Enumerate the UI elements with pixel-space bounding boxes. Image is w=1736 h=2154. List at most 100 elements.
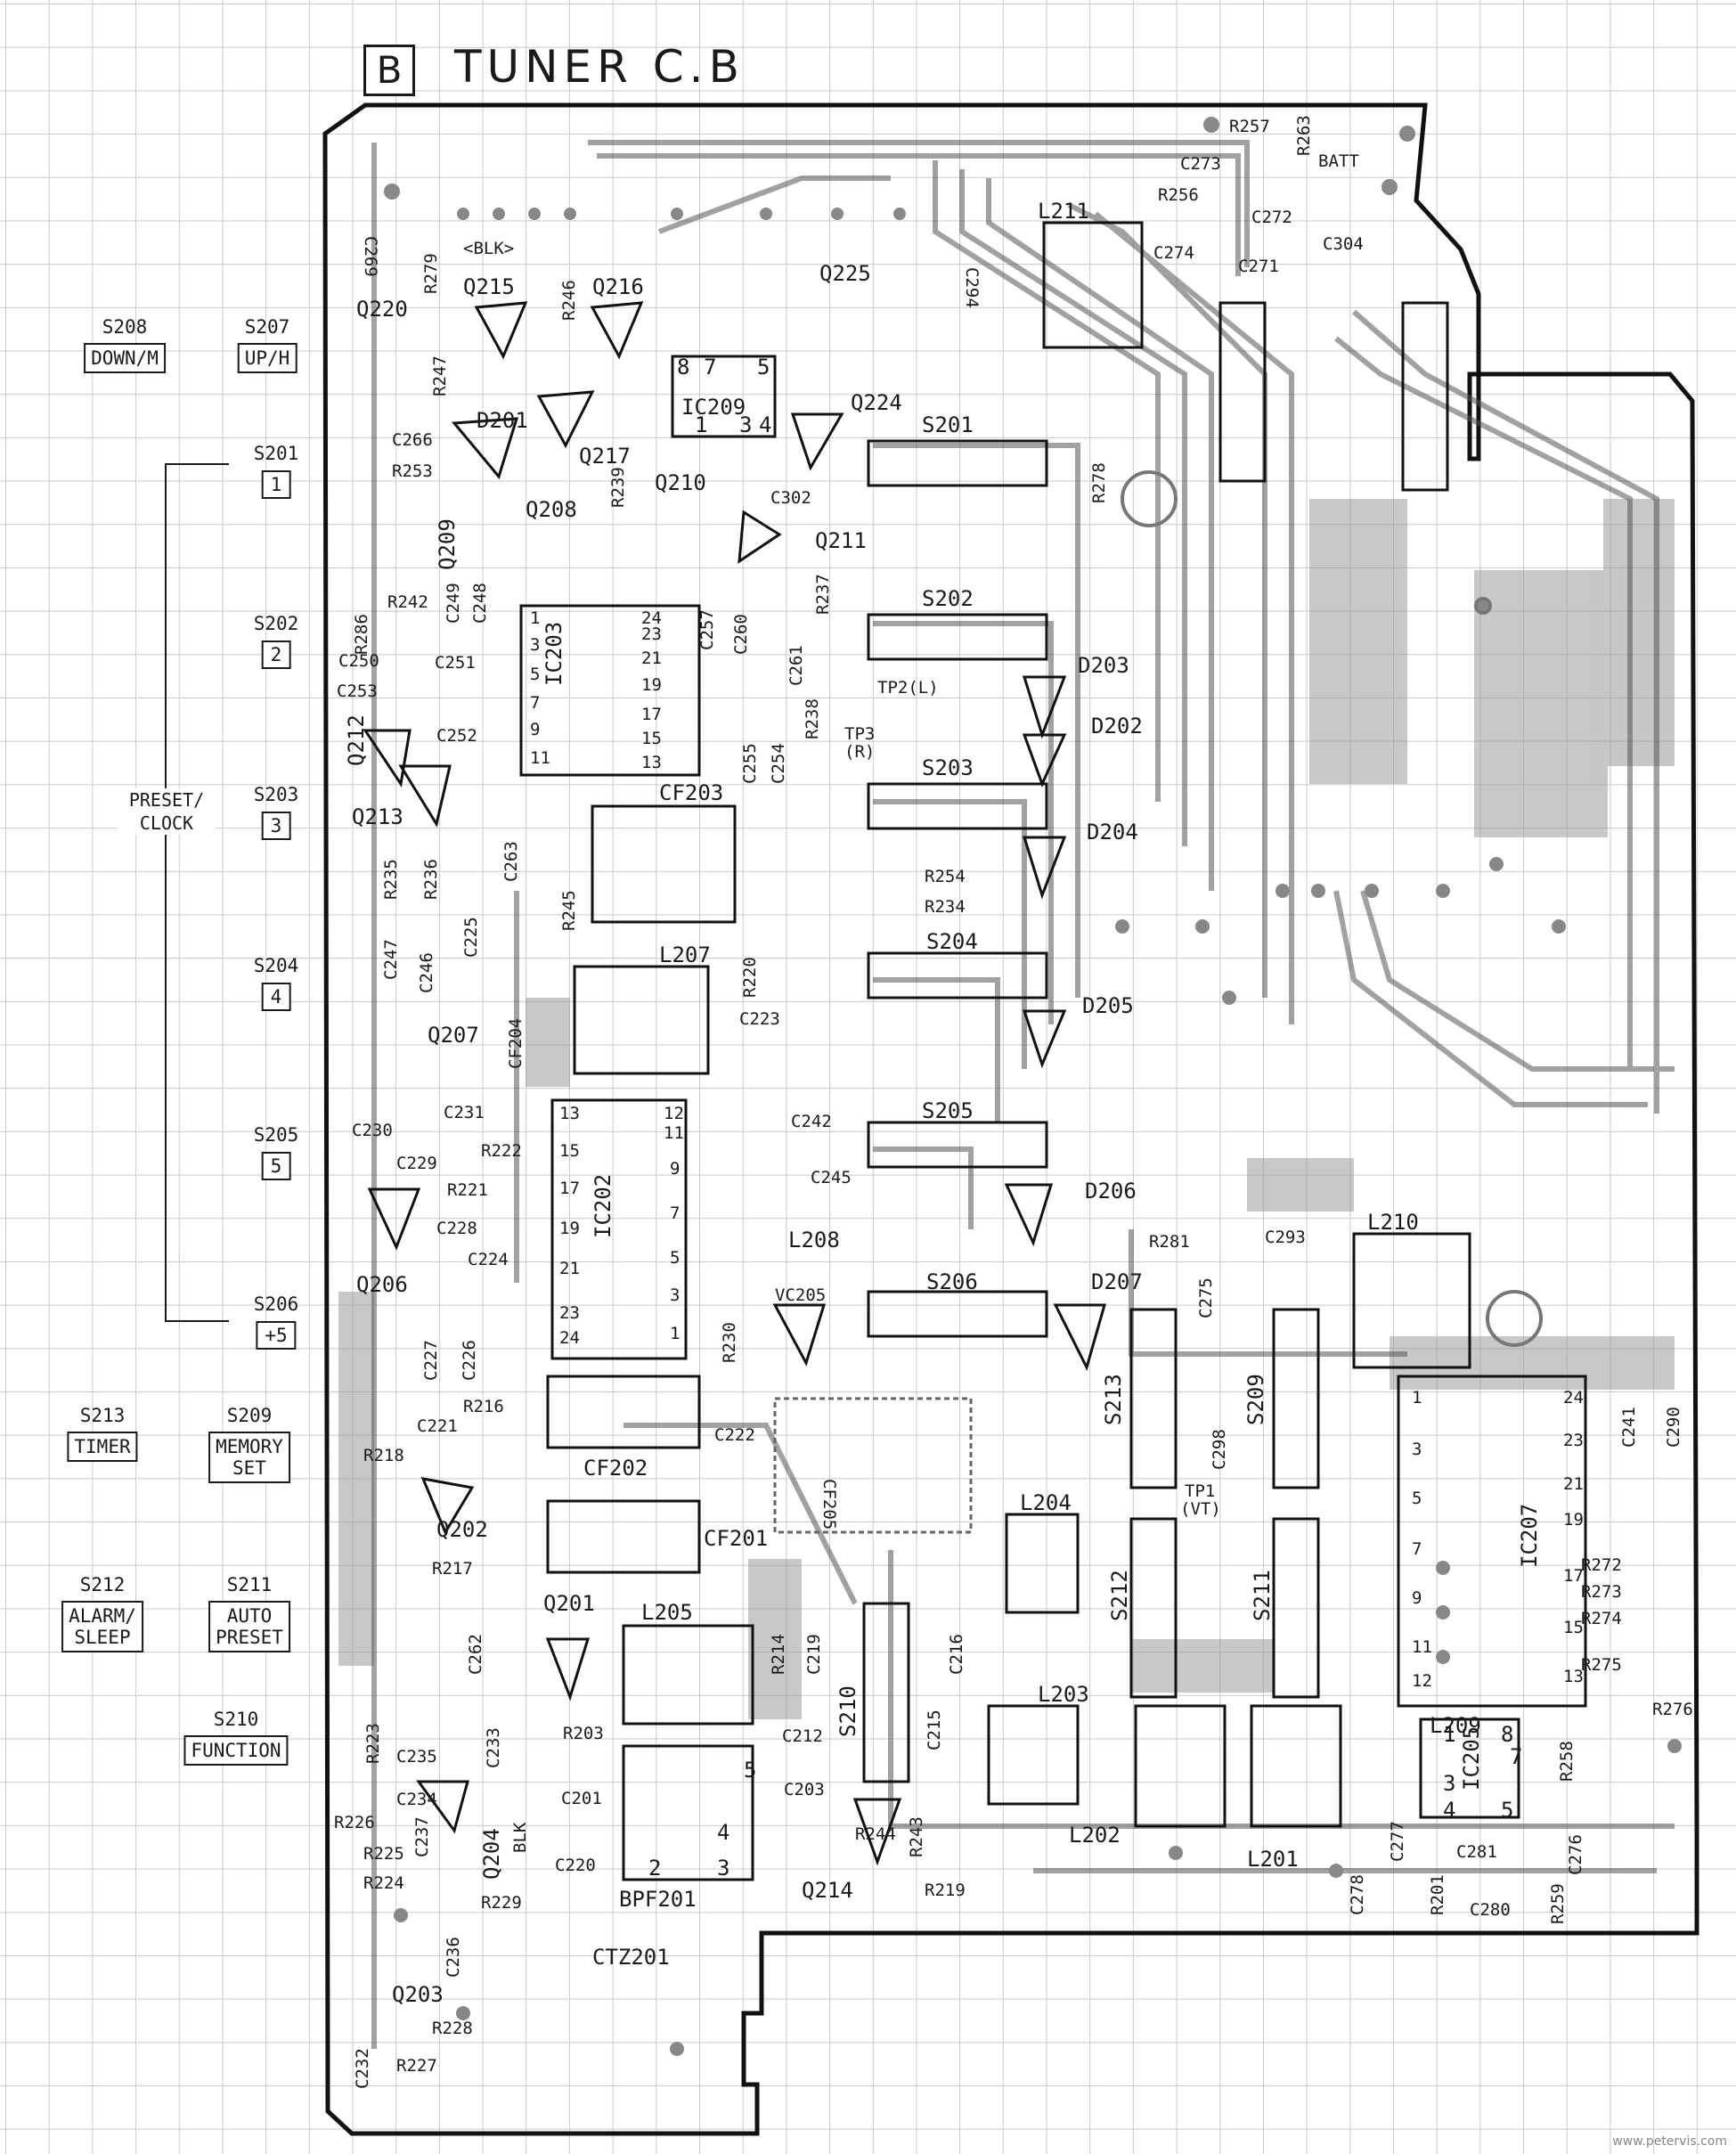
svg-text:C227: C227	[421, 1340, 441, 1381]
switch-code-s203: S203	[253, 784, 299, 805]
l207-body	[573, 965, 710, 1075]
svg-text:C212: C212	[782, 1726, 823, 1746]
svg-text:R237: R237	[813, 574, 833, 615]
svg-text:C233: C233	[484, 1727, 503, 1768]
svg-text:1: 1	[670, 1324, 680, 1343]
svg-text:7: 7	[670, 1203, 680, 1223]
svg-text:C226: C226	[460, 1340, 479, 1381]
svg-text:C232: C232	[353, 2048, 372, 2089]
l210-body	[1352, 1232, 1471, 1369]
svg-text:S203: S203	[922, 755, 974, 780]
svg-text:24: 24	[641, 608, 662, 628]
svg-text:5: 5	[1501, 1798, 1513, 1823]
svg-text:CTZ201: CTZ201	[592, 1945, 670, 1970]
svg-text:C203: C203	[784, 1780, 825, 1799]
svg-text:C225: C225	[461, 917, 481, 958]
l203-body	[987, 1704, 1080, 1806]
switch-code-s211: S211	[226, 1574, 273, 1595]
svg-text:R203: R203	[563, 1724, 604, 1743]
svg-text:15: 15	[1563, 1618, 1584, 1637]
cf201-body	[546, 1499, 701, 1574]
svg-text:R219: R219	[925, 1881, 966, 1900]
svg-text:C246: C246	[417, 952, 436, 993]
s204-body	[867, 951, 1048, 999]
svg-text:D203: D203	[1078, 653, 1129, 678]
svg-text:C298: C298	[1210, 1429, 1229, 1470]
svg-text:Q214: Q214	[802, 1878, 853, 1903]
svg-text:S204: S204	[926, 929, 978, 954]
svg-text:Q210: Q210	[655, 470, 706, 495]
svg-text:24: 24	[559, 1328, 580, 1348]
svg-text:R227: R227	[396, 2056, 437, 2076]
svg-text:4: 4	[759, 412, 771, 437]
svg-text:C290: C290	[1664, 1407, 1683, 1448]
svg-text:C215: C215	[925, 1709, 944, 1750]
l202-body	[1134, 1704, 1227, 1828]
s205-body	[867, 1121, 1048, 1169]
svg-text:C224: C224	[468, 1250, 509, 1269]
svg-text:C221: C221	[417, 1416, 458, 1436]
switch-code-s210: S210	[213, 1709, 259, 1730]
svg-text:24: 24	[1563, 1388, 1584, 1407]
svg-text:R279: R279	[421, 253, 441, 294]
svg-text:IC209: IC209	[681, 395, 746, 420]
svg-text:C273: C273	[1180, 154, 1221, 174]
svg-text:5: 5	[530, 665, 540, 684]
svg-text:13: 13	[641, 753, 662, 772]
svg-text:R278: R278	[1089, 462, 1109, 503]
svg-text:C260: C260	[731, 614, 751, 655]
svg-text:L209: L209	[1430, 1713, 1481, 1738]
svg-text:(R): (R)	[844, 742, 875, 762]
cf203-body	[591, 804, 737, 924]
svg-text:C276: C276	[1566, 1834, 1585, 1875]
switch-code-s208: S208	[102, 316, 148, 338]
s201-body	[867, 439, 1048, 487]
svg-text:R222: R222	[481, 1141, 522, 1161]
svg-text:9: 9	[670, 1159, 680, 1179]
svg-text:2: 2	[648, 1856, 661, 1881]
svg-text:19: 19	[641, 675, 662, 695]
svg-text:C252: C252	[436, 726, 477, 746]
switch-name-s208: DOWN/M	[84, 343, 166, 374]
s207-body	[1401, 301, 1449, 492]
svg-text:21: 21	[1563, 1474, 1584, 1494]
svg-text:C219: C219	[804, 1634, 824, 1675]
svg-text:CF203: CF203	[659, 780, 723, 805]
svg-text:Q206: Q206	[356, 1272, 408, 1297]
svg-text:3: 3	[670, 1285, 680, 1305]
switch-code-s207: S207	[244, 316, 290, 338]
svg-text:Q215: Q215	[463, 274, 515, 299]
svg-text:15: 15	[559, 1141, 580, 1161]
svg-text:Q207: Q207	[428, 1023, 479, 1048]
svg-text:L202: L202	[1069, 1823, 1121, 1848]
svg-text:3: 3	[530, 635, 540, 655]
svg-text:C261: C261	[786, 645, 806, 686]
svg-text:R214: R214	[769, 1634, 788, 1675]
svg-text:Q211: Q211	[815, 528, 867, 553]
svg-text:VC205: VC205	[775, 1285, 826, 1305]
svg-text:TP2(L): TP2(L)	[877, 678, 939, 698]
svg-text:Q216: Q216	[592, 274, 644, 299]
svg-text:C262: C262	[466, 1634, 485, 1675]
svg-text:C201: C201	[561, 1789, 602, 1808]
svg-text:4: 4	[717, 1820, 729, 1845]
svg-text:21: 21	[559, 1259, 580, 1278]
svg-text:R201: R201	[1428, 1874, 1447, 1915]
s206-body	[867, 1290, 1048, 1338]
svg-text:C272: C272	[1251, 208, 1292, 227]
svg-text:C266: C266	[392, 430, 433, 450]
svg-text:13: 13	[1563, 1667, 1584, 1686]
svg-text:R226: R226	[334, 1813, 375, 1832]
svg-text:R224: R224	[363, 1873, 404, 1893]
section-badge: B	[363, 45, 415, 96]
svg-text:7: 7	[530, 693, 540, 713]
mount-holes	[1121, 470, 1543, 1347]
switch-code-s202: S202	[253, 613, 299, 634]
svg-text:3: 3	[1412, 1440, 1422, 1459]
svg-text:R245: R245	[559, 890, 579, 931]
board-switches	[862, 301, 1449, 1783]
svg-text:C293: C293	[1265, 1228, 1306, 1247]
svg-text:12: 12	[1412, 1671, 1432, 1691]
svg-text:S209: S209	[1243, 1374, 1268, 1425]
svg-text:C294: C294	[962, 267, 982, 308]
